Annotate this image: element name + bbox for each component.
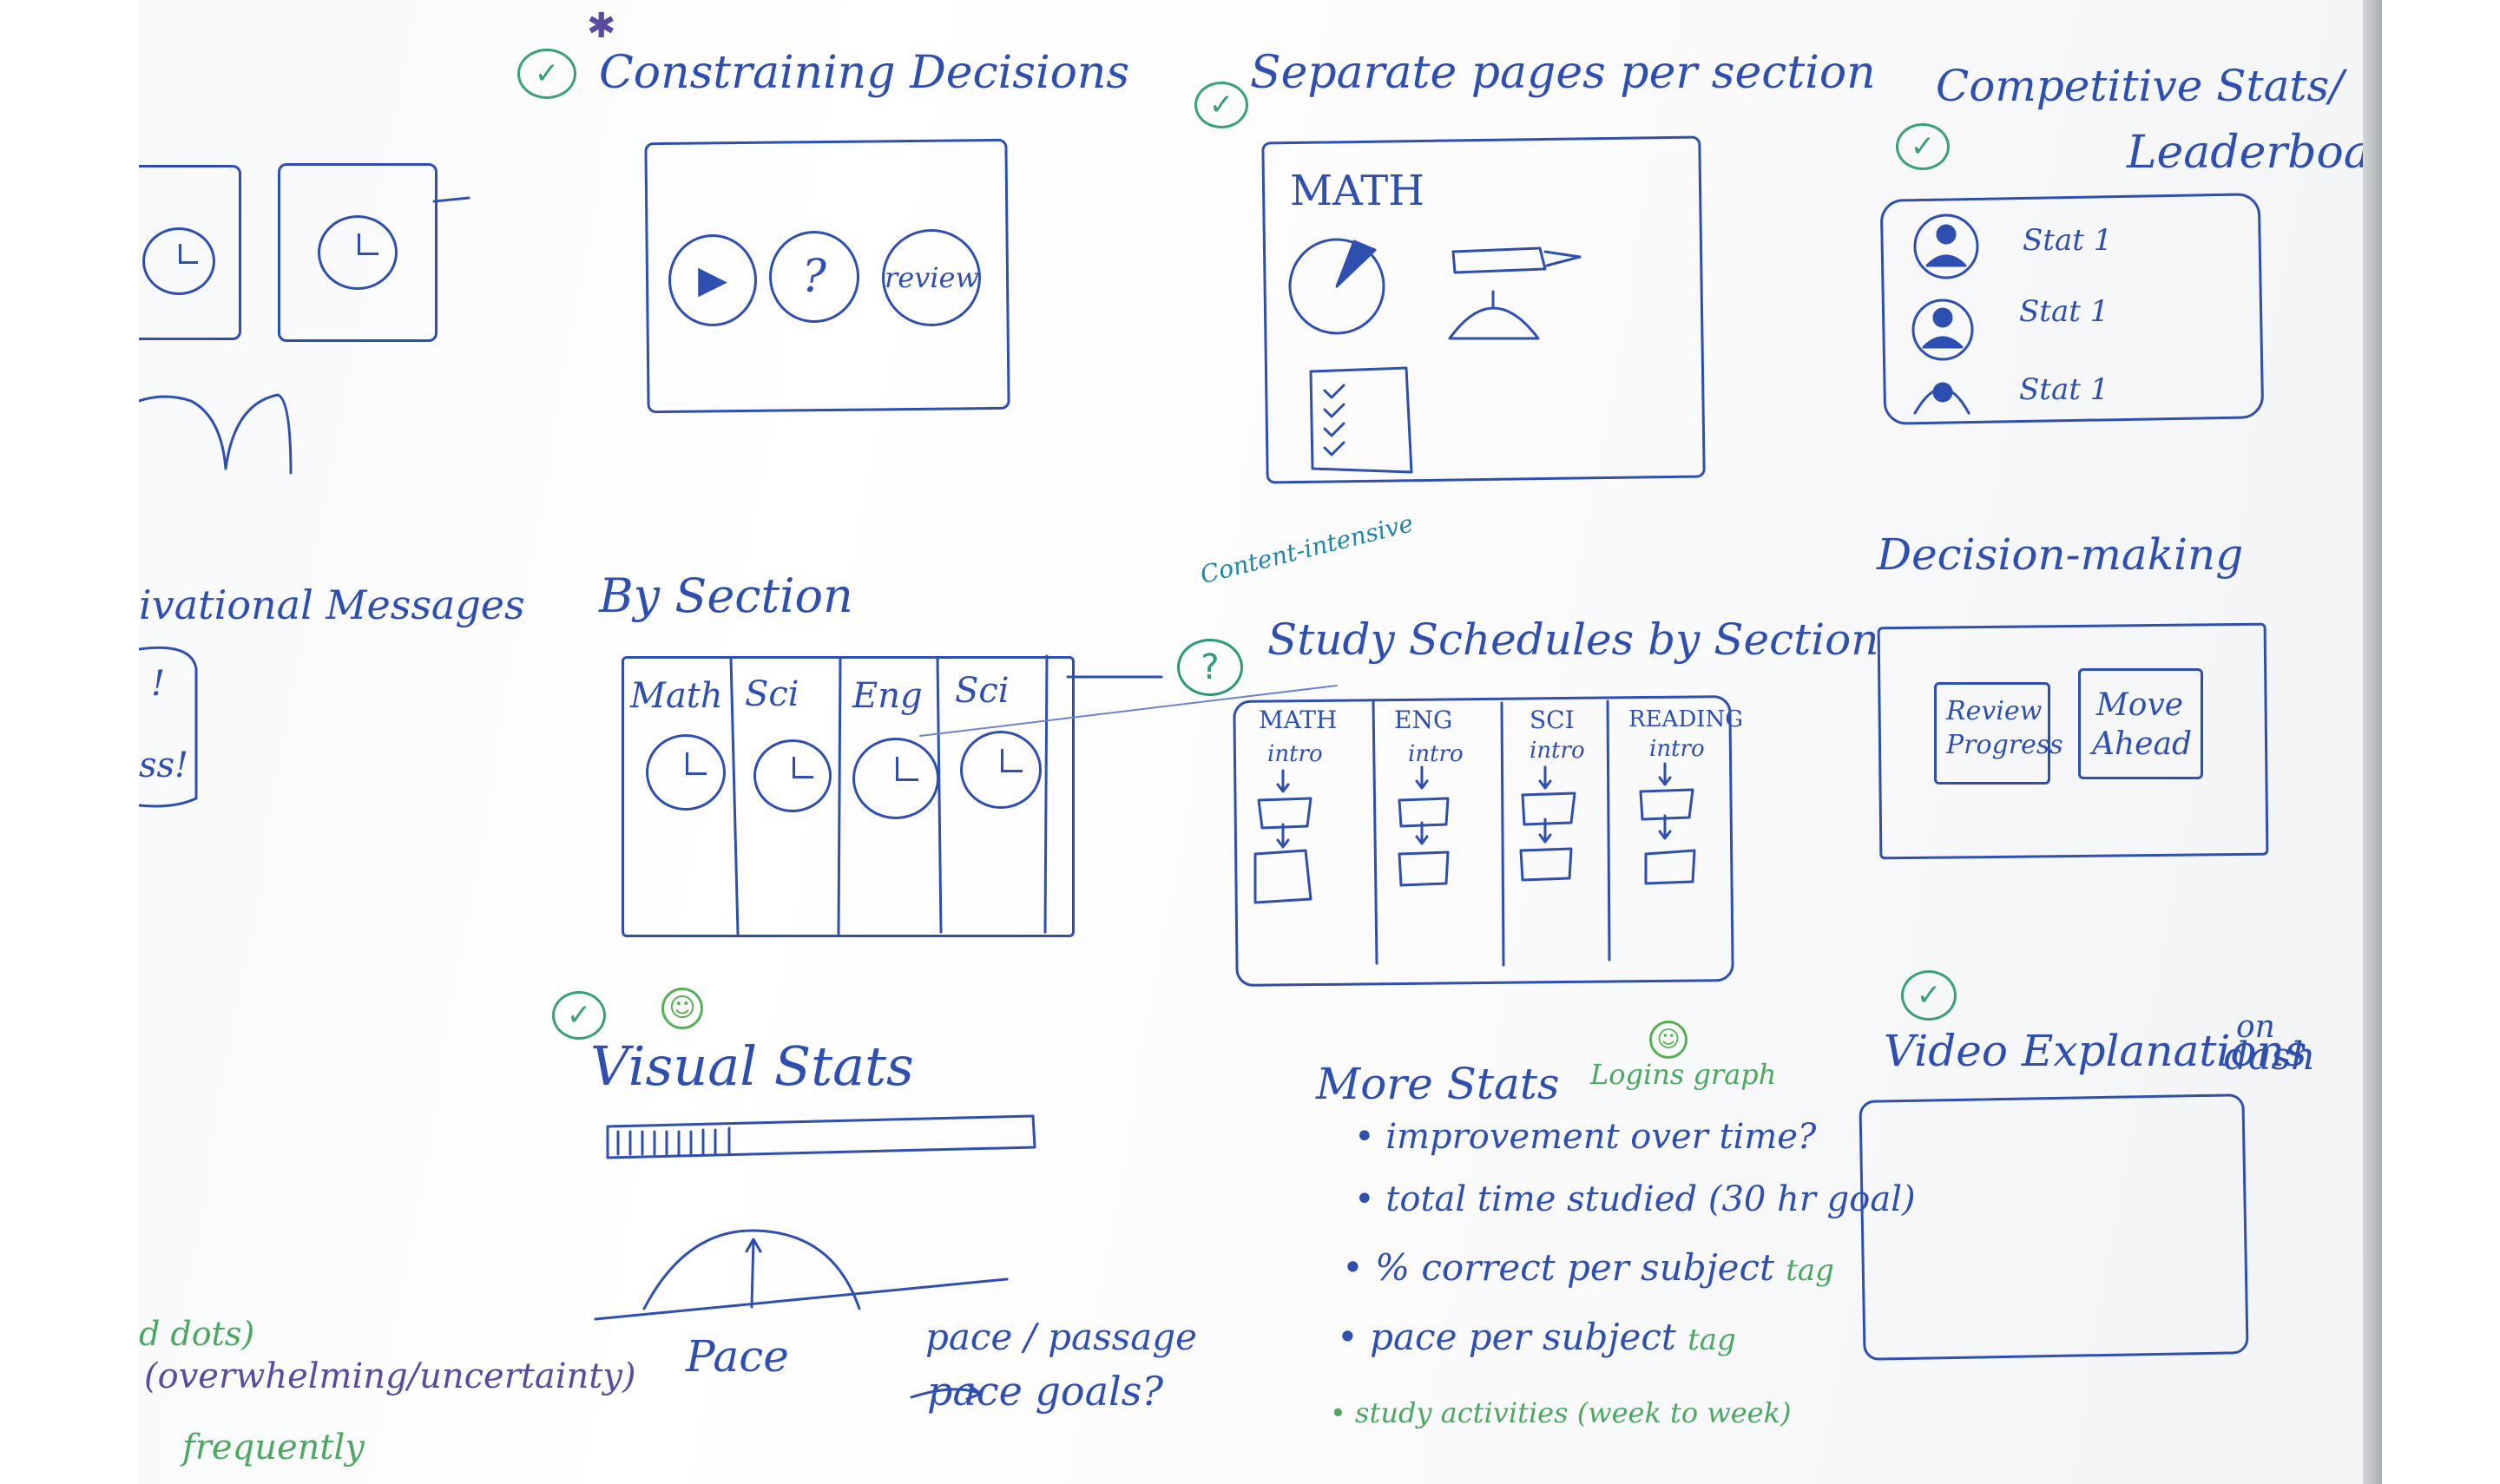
check-icon: ✓ bbox=[552, 991, 606, 1040]
arrow-down-icon bbox=[1658, 762, 1672, 840]
video-explanations-suffix-2: dash bbox=[2224, 1034, 2316, 1079]
more-stats-extra: • study activities (week to week) bbox=[1330, 1396, 1792, 1429]
pace-label: Pace bbox=[686, 1331, 789, 1382]
gauge-sketch bbox=[1448, 290, 1540, 340]
more-stats-extra-text: study activities (week to week) bbox=[1355, 1396, 1792, 1429]
progress-bar-sketch bbox=[606, 1114, 1036, 1159]
motivational-title: ivational Messages bbox=[139, 581, 525, 628]
pace-note-1: pace / passage bbox=[925, 1316, 1197, 1358]
motivational-fragment-2: ss! bbox=[139, 745, 189, 785]
question-icon: ? bbox=[1177, 639, 1243, 696]
whiteboard: ivational Messages ! ss! d dots) (overwh… bbox=[139, 0, 2363, 1484]
checklist-sketch bbox=[1309, 366, 1413, 474]
schedule-col-3: SCI bbox=[1530, 706, 1575, 734]
video-explanations-title: Video Explanations bbox=[1884, 1026, 2307, 1076]
visual-stats-sketch bbox=[594, 1114, 1036, 1401]
more-stats-item-3-tag: tag bbox=[1786, 1253, 1834, 1288]
more-stats-item-3: • % correct per subject tag bbox=[1342, 1246, 1834, 1289]
by-section-title: By Section bbox=[599, 568, 853, 623]
study-schedules-lanes bbox=[1253, 699, 1696, 967]
leaderboard-stat-1: Stat 1 bbox=[2023, 223, 2113, 258]
schedule-col-4-sub: intro bbox=[1649, 736, 1705, 762]
left-clock-card-2 bbox=[278, 163, 438, 342]
constraining-title: Constraining Decisions bbox=[599, 47, 1130, 99]
more-stats-item-2: • total time studied (30 hr goal) bbox=[1354, 1179, 1916, 1219]
check-icon: ✓ bbox=[1901, 970, 1957, 1021]
by-section-col-3: Eng bbox=[852, 676, 923, 716]
more-stats-item-1: • improvement over time? bbox=[1354, 1117, 1817, 1157]
more-stats-title: More Stats bbox=[1316, 1059, 1560, 1109]
arrow-down-icon bbox=[1415, 765, 1429, 845]
video-explanations-suffix-1: on bbox=[2236, 1009, 2275, 1045]
competitive-title-2: Leaderboard bbox=[2127, 127, 2363, 179]
arrow-down-icon bbox=[1276, 769, 1290, 849]
schedule-col-1: MATH bbox=[1259, 706, 1338, 734]
left-note-3: frequently bbox=[182, 1428, 365, 1468]
more-stats-item-1-text: improvement over time? bbox=[1385, 1117, 1817, 1157]
clock-icon bbox=[318, 215, 398, 290]
by-section-card bbox=[622, 656, 1075, 937]
play-button: ▶ bbox=[668, 234, 757, 326]
star-mark: ✱ bbox=[587, 6, 616, 46]
by-section-col-2: Sci bbox=[745, 674, 799, 714]
review-progress-text: Review Progress bbox=[1946, 696, 2063, 760]
schedule-col-1-sub: intro bbox=[1267, 741, 1323, 767]
avatar-icon bbox=[1913, 213, 1979, 279]
arrow-down-icon bbox=[1538, 765, 1552, 844]
competitive-title-1: Competitive Stats/ bbox=[1936, 61, 2345, 111]
review-progress-button bbox=[1934, 682, 2050, 785]
clock-icon bbox=[142, 227, 215, 295]
check-icon: ✓ bbox=[517, 49, 576, 99]
smiley-icon: ☺ bbox=[661, 988, 703, 1029]
move-ahead-text: Move Ahead bbox=[2092, 687, 2192, 762]
visual-stats-title: Visual Stats bbox=[590, 1034, 914, 1098]
schedule-col-4: READING bbox=[1628, 706, 1743, 732]
review-button: review bbox=[882, 229, 981, 326]
page-label-math: MATH bbox=[1290, 167, 1425, 215]
left-book-sketch bbox=[139, 196, 470, 475]
clock-icon bbox=[852, 738, 939, 819]
leaderboard-stat-2: Stat 1 bbox=[2019, 294, 2109, 329]
motivational-fragment-1: ! bbox=[151, 664, 166, 704]
separate-pages-icons bbox=[1288, 238, 1582, 474]
left-note-1: d dots) bbox=[139, 1315, 255, 1353]
more-stats-item-4-tag: tag bbox=[1688, 1323, 1736, 1357]
pace-note-2: pace goals? bbox=[927, 1368, 1164, 1415]
clock-icon bbox=[646, 734, 726, 811]
decision-making-title: Decision-making bbox=[1877, 529, 2244, 580]
schedule-col-3-sub: intro bbox=[1530, 738, 1585, 764]
left-clock-card-1 bbox=[139, 165, 241, 340]
check-icon: ✓ bbox=[1896, 123, 1950, 170]
left-note-2: (overwhelming/uncertainty) bbox=[144, 1356, 636, 1396]
schedule-col-2-sub: intro bbox=[1408, 741, 1464, 767]
logins-graph-note: Logins graph bbox=[1590, 1058, 1777, 1091]
progress-bar-sketch bbox=[1451, 246, 1582, 274]
schedule-col-2: ENG bbox=[1394, 706, 1453, 734]
study-schedules-title: Study Schedules by Section bbox=[1267, 614, 1879, 665]
leaderboard-stat-3: Stat 1 bbox=[2019, 372, 2109, 407]
leaderboard-avatars bbox=[1911, 213, 1979, 415]
more-stats-item-3-text: % correct per subject bbox=[1375, 1246, 1774, 1289]
more-stats-item-2-text: total time studied (30 hr goal) bbox=[1385, 1179, 1916, 1219]
pie-icon bbox=[1288, 238, 1385, 335]
clock-icon bbox=[753, 739, 832, 812]
move-ahead-button bbox=[2078, 668, 2203, 779]
more-stats-item-4-text: pace per subject bbox=[1370, 1316, 1676, 1358]
review-progress-label: Review Progress bbox=[1946, 694, 2063, 762]
avatar-icon bbox=[1911, 299, 1974, 361]
by-section-col-4: Sci bbox=[955, 671, 1010, 711]
by-section-dividers bbox=[729, 654, 1338, 936]
help-button: ? bbox=[769, 231, 859, 323]
separate-pages-title: Separate pages per section bbox=[1250, 47, 1876, 99]
motivational-card-edge bbox=[139, 646, 198, 808]
video-placeholder-card bbox=[1859, 1093, 2249, 1361]
gauge-sketch bbox=[642, 1229, 861, 1310]
more-stats-item-4: • pace per subject tag bbox=[1337, 1316, 1736, 1358]
smiley-icon: ☺ bbox=[1649, 1021, 1688, 1059]
check-icon: ✓ bbox=[1194, 82, 1248, 128]
by-section-col-1: Math bbox=[630, 676, 723, 716]
whiteboard-frame bbox=[2363, 0, 2382, 1484]
move-ahead-label: Move Ahead bbox=[2092, 686, 2192, 764]
clock-icon bbox=[960, 731, 1042, 809]
